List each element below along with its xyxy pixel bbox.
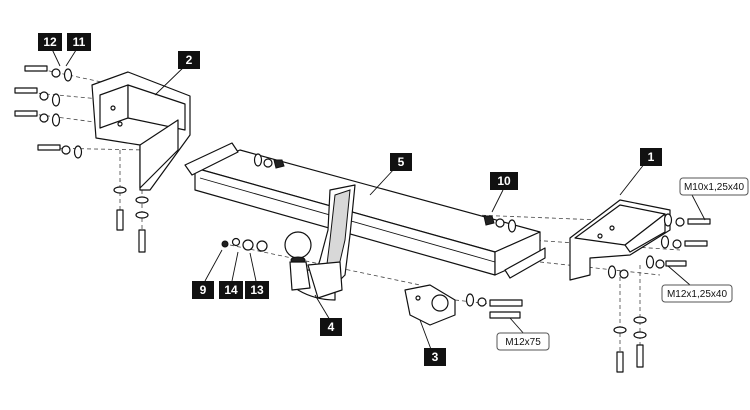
part-label-4: 4	[320, 318, 342, 336]
part-number-2: 2	[186, 53, 193, 67]
spec-m12: M12x1,25x40	[667, 289, 727, 300]
spec-m12x75: M12x75	[505, 337, 541, 348]
part-number-3: 3	[432, 350, 439, 364]
part-number-5: 5	[398, 155, 405, 169]
tow-ball-fasteners	[221, 237, 268, 252]
left-fasteners	[14, 65, 149, 253]
spec-m10: M10x1,25x40	[684, 182, 744, 193]
part-number-13: 13	[250, 283, 264, 297]
part-number-14: 14	[224, 283, 238, 297]
tow-ball-assembly	[284, 184, 356, 301]
right-fasteners	[607, 213, 711, 373]
crossbar-fasteners	[253, 153, 517, 233]
part-number-1: 1	[648, 150, 655, 164]
spec-callout-m12: M12x1,25x40	[661, 284, 733, 303]
part-number-11: 11	[73, 35, 86, 49]
part-label-1: 1	[640, 148, 662, 166]
part-number-9: 9	[200, 283, 207, 297]
socket-bolts	[465, 293, 523, 319]
part-number-4: 4	[328, 320, 335, 334]
crossbar	[184, 142, 546, 279]
part-label-11: 11	[67, 33, 91, 51]
part-label-12: 12	[38, 33, 62, 51]
socket-plate	[404, 284, 456, 326]
spec-callout-m10: M10x1,25x40	[679, 177, 749, 196]
part-label-5: 5	[390, 153, 412, 171]
part-number-12: 12	[43, 35, 57, 49]
right-bracket	[569, 199, 671, 281]
leader-lines	[50, 46, 706, 353]
left-bracket	[91, 71, 191, 191]
part-number-10: 10	[497, 174, 511, 188]
part-label-10: 10	[490, 172, 518, 190]
part-label-9: 9	[192, 281, 214, 299]
part-label-2: 2	[178, 51, 200, 69]
part-label-3: 3	[424, 348, 446, 366]
spec-callout-m12x75: M12x75	[496, 332, 550, 351]
part-label-13: 13	[245, 281, 269, 299]
part-label-14: 14	[219, 281, 243, 299]
